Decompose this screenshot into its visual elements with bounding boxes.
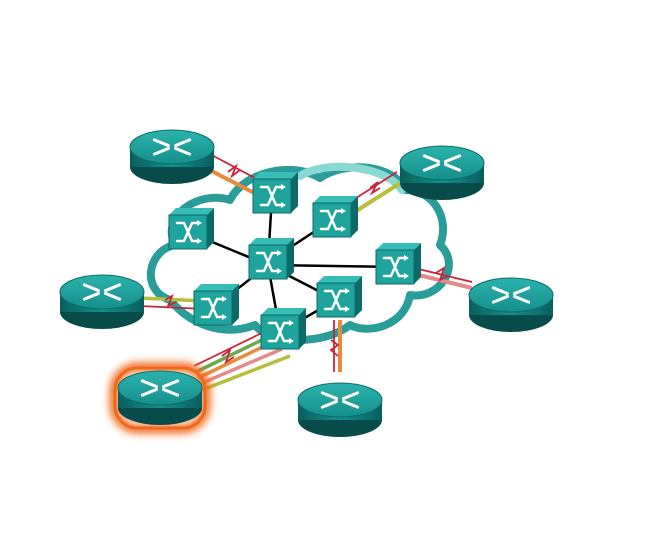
switch-lower-right[interactable] [316,276,362,318]
switch-center[interactable] [248,238,294,280]
router-bottom[interactable] [297,382,383,437]
switch-upper-mid[interactable] [312,196,358,238]
router-top-right[interactable] [399,145,485,200]
switches [168,172,421,350]
switch-left[interactable] [168,208,214,250]
routers [59,129,554,437]
switch-top[interactable] [252,172,298,214]
router-left[interactable] [59,274,145,329]
router-right[interactable] [468,277,554,332]
switch-bottom[interactable] [260,308,306,350]
router-top-left[interactable] [129,129,215,184]
router-bottom-left[interactable] [109,362,211,434]
switch-right[interactable] [375,243,421,285]
switch-lower-left[interactable] [193,284,239,326]
